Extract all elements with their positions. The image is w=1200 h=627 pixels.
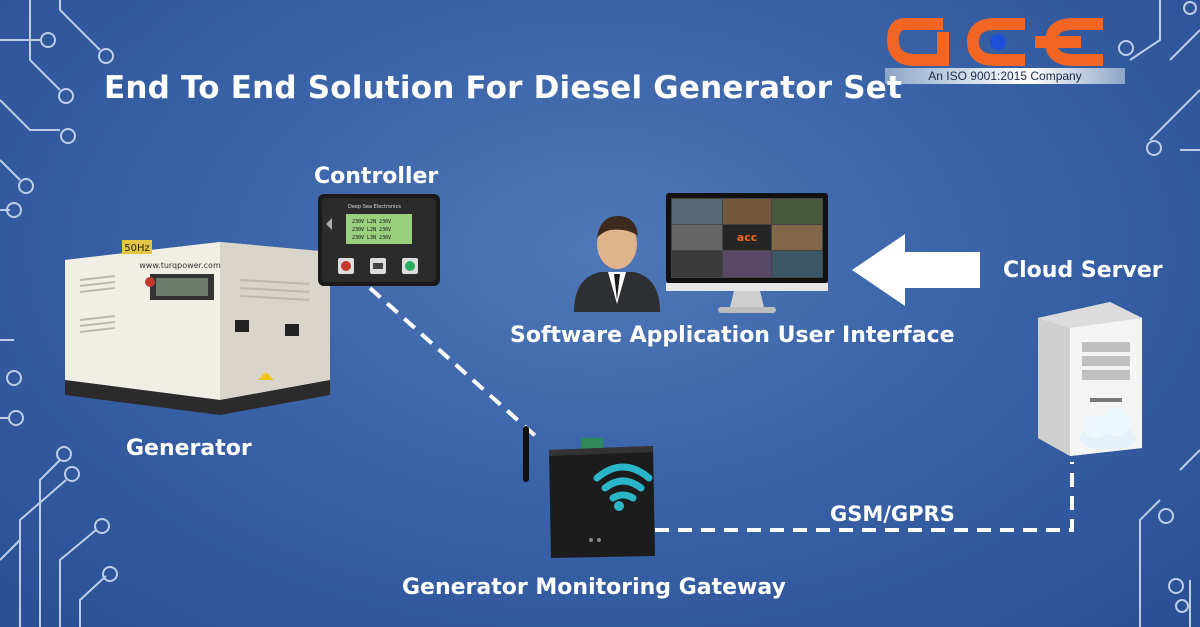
svg-text:www.turqpower.com: www.turqpower.com — [139, 261, 221, 270]
antenna-icon — [523, 426, 529, 482]
controller-gateway-link — [368, 286, 542, 442]
software-label: Software Application User Interface — [510, 323, 955, 348]
controller-label: Controller — [314, 164, 439, 189]
logo-tagline: An ISO 9001:2015 Company — [885, 68, 1125, 84]
svg-text:Deep Sea Electronics: Deep Sea Electronics — [348, 204, 401, 210]
gateway-image — [523, 426, 655, 558]
generator-label: Generator — [126, 436, 252, 461]
arrow-left-icon — [852, 234, 980, 306]
gsm-gprs-label: GSM/GPRS — [830, 502, 955, 526]
svg-text:50Hz: 50Hz — [124, 243, 150, 254]
svg-text:acc: acc — [737, 231, 757, 244]
frequency-badge — [122, 240, 152, 254]
controller-image: Deep Sea Electronics 230V L2N 230V 230V … — [318, 194, 440, 286]
user-avatar-icon — [574, 216, 660, 312]
gateway-cloud-link — [655, 462, 1074, 532]
acc-logo-mark — [886, 18, 1103, 66]
svg-text:230V L2N 230V: 230V L2N 230V — [352, 219, 391, 225]
gateway-label: Generator Monitoring Gateway — [402, 575, 786, 600]
generator-image: 50Hz www.turqpower.com — [65, 240, 330, 415]
page-title: End To End Solution For Diesel Generator… — [104, 70, 903, 106]
svg-text:230V L2N 230V: 230V L2N 230V — [352, 227, 391, 233]
monitor-image: acc — [666, 193, 828, 313]
company-logo: An ISO 9001:2015 Company — [885, 14, 1125, 86]
cloud-server-label: Cloud Server — [1003, 258, 1163, 283]
svg-text:230V L3N 230V: 230V L3N 230V — [352, 235, 391, 241]
server-icon — [1038, 302, 1142, 456]
wifi-icon — [593, 463, 653, 502]
cloud-icon — [1080, 408, 1136, 450]
